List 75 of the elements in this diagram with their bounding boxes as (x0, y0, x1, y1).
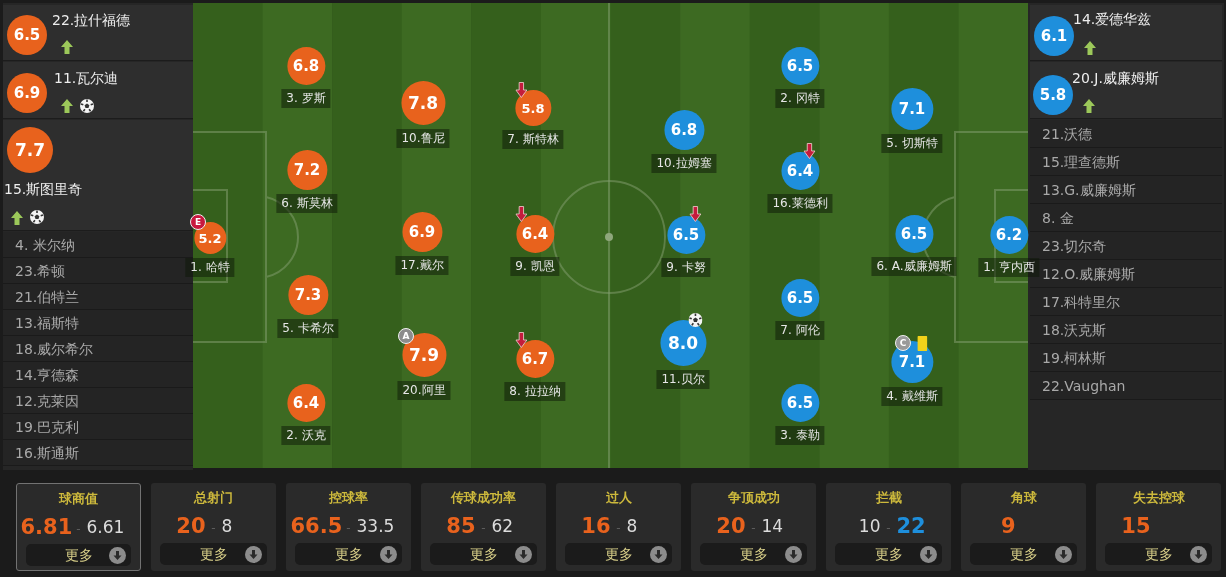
stat-value: 16 (581, 514, 611, 538)
stat-card (286, 483, 411, 571)
player-name: 22.拉什福德 (52, 11, 131, 29)
stat-title: 过人 (604, 489, 633, 507)
stat-value: 8 (221, 516, 233, 536)
player-name: 8. 拉拉纳 (504, 382, 566, 401)
stat-title: 拦截 (874, 489, 903, 507)
value-separator: - (616, 520, 621, 535)
stat-card (826, 483, 951, 571)
stat-value: 20 (176, 514, 206, 538)
stat-card (16, 483, 141, 571)
value-separator: - (481, 520, 486, 535)
player-name: 11.瓦尔迪 (54, 69, 119, 87)
stat-value: 66.5 (290, 514, 343, 538)
stat-value: 15 (1121, 514, 1151, 538)
player-name: 17.戴尔 (395, 256, 449, 275)
player-name: 2. 沃克 (281, 426, 331, 445)
value-separator: - (346, 520, 351, 535)
player-name: 5. 卡希尔 (277, 319, 339, 338)
player-name: 5. 切斯特 (881, 134, 943, 153)
player-name: 14.爱德华兹 (1073, 10, 1152, 28)
value-separator: - (211, 520, 216, 535)
more-button: 更多 (835, 543, 942, 565)
stat-title: 争顶成功 (726, 489, 781, 507)
more-button: 更多 (970, 543, 1077, 565)
value-separator: - (76, 521, 81, 536)
more-button: 更多 (295, 543, 402, 565)
player-name: 10.鲁尼 (396, 129, 450, 148)
more-button: 更多 (160, 543, 267, 565)
stat-value: 85 (446, 514, 476, 538)
more-button: 更多 (1105, 543, 1212, 565)
stat-card (421, 483, 546, 571)
stat-value: 33.5 (356, 516, 395, 536)
player-name: 9. 凯恩 (510, 257, 560, 276)
player-name: 7. 阿伦 (775, 321, 825, 340)
stat-value: 62 (491, 516, 514, 536)
player-name: 7. 斯特林 (502, 130, 564, 149)
stat-card (556, 483, 681, 571)
stat-value: 6.61 (86, 517, 125, 537)
stat-title: 角球 (1009, 489, 1038, 507)
stat-value: 9 (1000, 514, 1016, 538)
stat-card (1096, 483, 1221, 571)
stat-value: 8 (626, 516, 638, 536)
player-name: 16.莱德利 (767, 194, 833, 213)
player-name: 3. 罗斯 (281, 89, 331, 108)
value-separator: - (886, 520, 891, 535)
stat-title: 传球成功率 (449, 489, 517, 507)
player-name: 2. 冈特 (775, 89, 825, 108)
player-name: 20.阿里 (397, 381, 451, 400)
player-name: 10.拉姆塞 (651, 154, 717, 173)
value-separator: - (751, 520, 756, 535)
stat-value: 22 (896, 514, 926, 538)
player-name: 6. 斯莫林 (276, 194, 338, 213)
more-button: 更多 (26, 544, 131, 566)
stat-value: 10 (858, 516, 881, 536)
player-name: 6. A.威廉姆斯 (871, 257, 957, 276)
player-name: 9. 卡努 (661, 258, 711, 277)
more-button: 更多 (700, 543, 807, 565)
stat-title: 球商值 (57, 490, 99, 508)
player-name: 4. 戴维斯 (881, 387, 943, 406)
more-button: 更多 (565, 543, 672, 565)
stat-title: 控球率 (328, 489, 369, 507)
stat-value: 6.81 (20, 515, 73, 539)
stat-card (961, 483, 1086, 571)
player-name: 3. 泰勒 (775, 426, 825, 445)
player-name: 20.J.威廉姆斯 (1072, 69, 1159, 87)
stat-title: 失去控球 (1131, 489, 1186, 507)
stat-value: 20 (716, 514, 746, 538)
stat-value: 14 (761, 516, 784, 536)
player-name: 15.斯图里奇 (4, 180, 83, 198)
stat-card (151, 483, 276, 571)
player-name: 11.贝尔 (656, 370, 710, 389)
stat-card (691, 483, 816, 571)
stat-title: 总射门 (192, 489, 234, 507)
more-button: 更多 (430, 543, 537, 565)
